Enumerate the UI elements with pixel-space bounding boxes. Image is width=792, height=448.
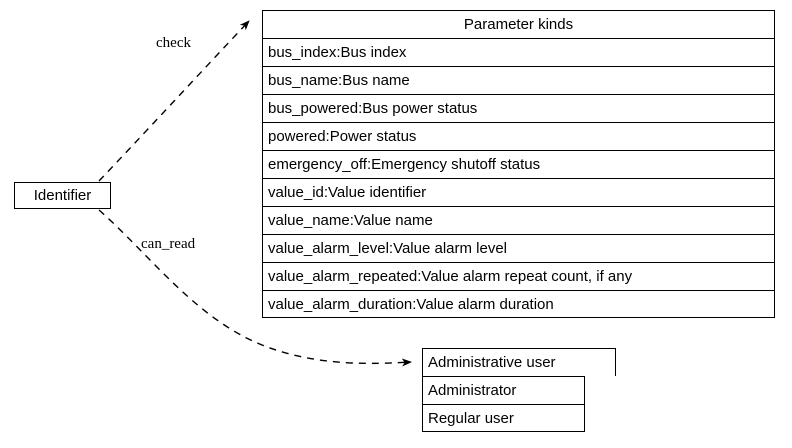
table-row-label: value_name:Value name: [268, 212, 433, 229]
table-row-label: value_alarm_level:Value alarm level: [268, 240, 508, 257]
table-parameter-kinds-header-label: Parameter kinds: [463, 16, 574, 33]
table-row-label: bus_index:Bus index: [268, 44, 407, 61]
table-row[interactable]: bus_powered:Bus power status: [262, 94, 775, 122]
table-row-label: bus_name:Bus name: [268, 72, 410, 89]
table-row[interactable]: value_name:Value name: [262, 206, 775, 234]
table-row[interactable]: Administrator: [422, 376, 585, 404]
table-row-label: emergency_off:Emergency shutoff status: [268, 156, 541, 173]
table-row[interactable]: Regular user: [422, 404, 585, 432]
table-row[interactable]: bus_name:Bus name: [262, 66, 775, 94]
table-row-label: value_alarm_duration:Value alarm duratio…: [268, 295, 554, 313]
table-row-label: Regular user: [428, 409, 514, 427]
table-row[interactable]: value_alarm_level:Value alarm level: [262, 234, 775, 262]
table-administrative-user-header: Administrative user: [422, 348, 616, 376]
table-row-label: powered:Power status: [268, 128, 417, 145]
table-administrative-user: Administrative user Administrator Regula…: [422, 348, 616, 432]
edge-label-can-read: can_read: [141, 236, 196, 252]
table-row[interactable]: bus_index:Bus index: [262, 38, 775, 66]
table-parameter-kinds: Parameter kinds bus_index:Bus index bus_…: [262, 10, 775, 318]
edge-label-check: check: [156, 35, 191, 51]
table-row-label: value_alarm_repeated:Value alarm repeat …: [268, 268, 633, 285]
node-identifier-label: Identifier: [33, 187, 92, 204]
table-row[interactable]: emergency_off:Emergency shutoff status: [262, 150, 775, 178]
table-row[interactable]: value_alarm_duration:Value alarm duratio…: [262, 290, 775, 318]
table-row-label: bus_powered:Bus power status: [268, 100, 478, 117]
table-row-label: Administrator: [428, 382, 517, 399]
table-parameter-kinds-header: Parameter kinds: [262, 10, 775, 38]
table-administrative-user-header-label: Administrative user: [428, 354, 556, 371]
table-row-label: value_id:Value identifier: [268, 184, 427, 201]
table-row[interactable]: value_id:Value identifier: [262, 178, 775, 206]
table-row[interactable]: value_alarm_repeated:Value alarm repeat …: [262, 262, 775, 290]
node-identifier[interactable]: Identifier: [14, 182, 111, 209]
table-row[interactable]: powered:Power status: [262, 122, 775, 150]
